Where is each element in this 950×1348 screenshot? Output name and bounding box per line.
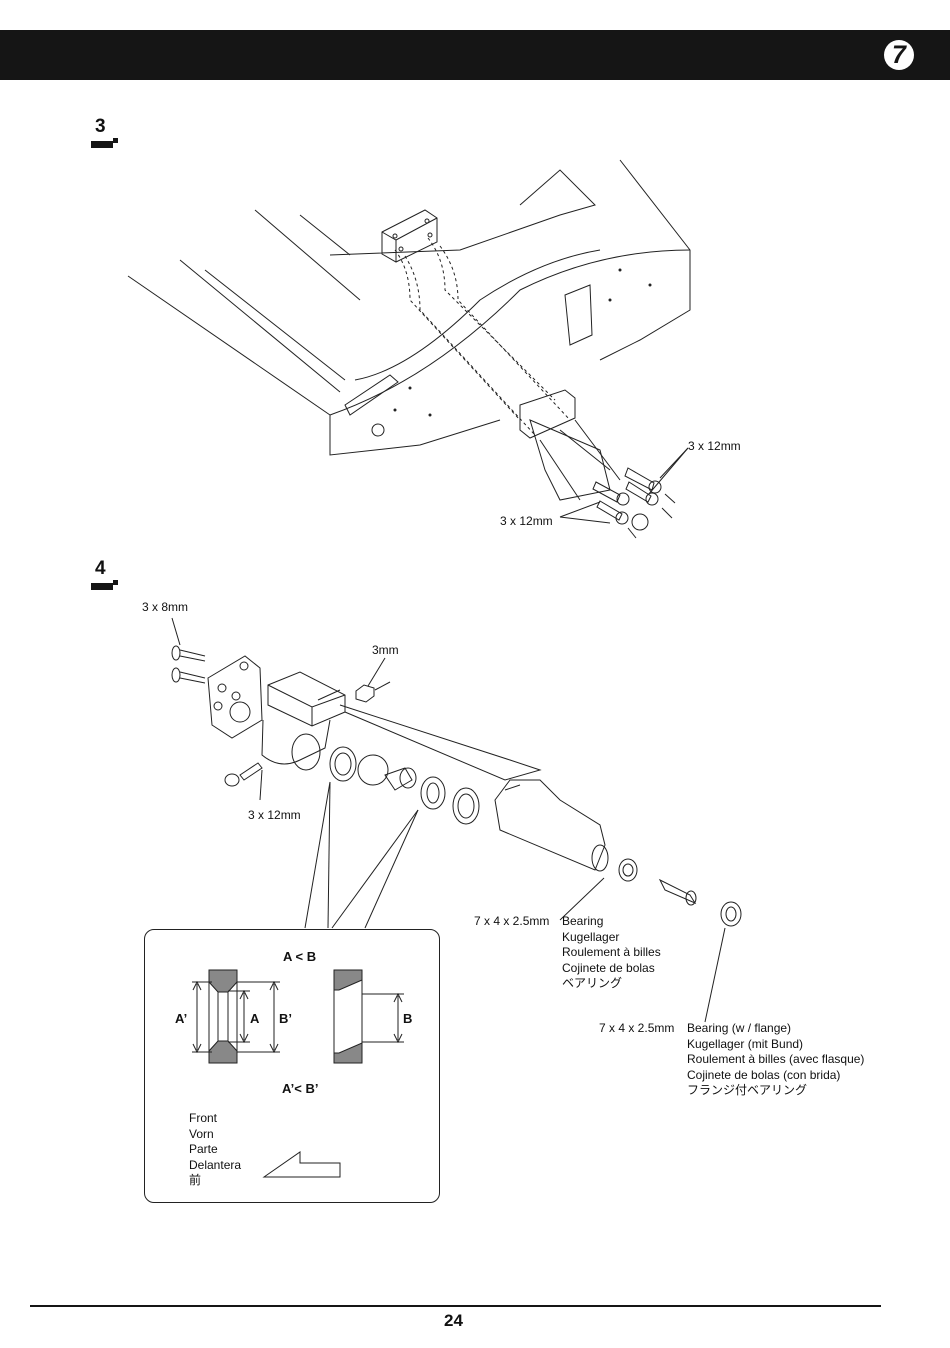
chapter-badge: 7 [884,40,914,70]
front-name-de: Vorn [189,1126,214,1141]
front-name-en: Front [189,1111,218,1125]
dimension-a-label: A [250,1011,260,1026]
compare-top-label: A < B [283,949,317,964]
page-number: 24 [444,1311,463,1330]
flange-bearing-size-label: 7 x 4 x 2.5mm [599,1021,675,1035]
footer-rule [30,1305,881,1307]
step-4-nut-label: 3mm [372,643,399,657]
bearing-size-label: 7 x 4 x 2.5mm [474,914,550,928]
step-4-marker-icon [91,580,118,590]
step-3-marker-icon [91,138,118,148]
step-3-number: 3 [95,116,106,137]
front-name-ja: 前 [189,1173,202,1187]
flange-bearing-name-de: Kugellager (mit Bund) [687,1036,804,1051]
flange-bearing-names: Bearing (w / flange) Kugellager (mit Bun… [687,1021,864,1099]
bearing-name-fr: Roulement à billes [562,945,661,959]
dimension-b-prime-label: B’ [279,1011,292,1026]
step-3-screw-label-right: 3 x 12mm [688,439,741,453]
step-4-screw-label-top: 3 x 8mm [142,600,189,614]
bearing-name-en: Bearing [562,914,604,928]
bearing-name-ja: ベアリング [562,976,623,990]
bearing-names: Bearing Kugellager Roulement à billes Co… [562,914,661,992]
front-name-es: Delantera [189,1157,242,1172]
compare-bottom-label: A’< B’ [282,1081,319,1096]
step-3-screw-label-bottom: 3 x 12mm [500,514,553,528]
dimension-a-prime-label: A’ [175,1011,188,1026]
front-name-fr: Parte [189,1142,218,1156]
bearing-name-de: Kugellager [562,929,620,944]
header-bar [0,30,950,80]
flange-bearing-name-fr: Roulement à billes (avec flasque) [687,1052,865,1066]
bearing-name-es: Cojinete de bolas [562,960,655,975]
flange-bearing-name-ja: フランジ付ベアリング [687,1083,808,1097]
dimension-b-label: B [403,1011,413,1026]
bearing-orientation-detail-box [144,929,440,1203]
step-4-screw-label-bottom: 3 x 12mm [248,808,301,822]
flange-bearing-name-en: Bearing (w / flange) [687,1021,792,1035]
flange-bearing-name-es: Cojinete de bolas (con brida) [687,1067,841,1082]
step-4-number: 4 [95,558,106,579]
front-direction-names: Front Vorn Parte Delantera 前 [189,1111,241,1189]
